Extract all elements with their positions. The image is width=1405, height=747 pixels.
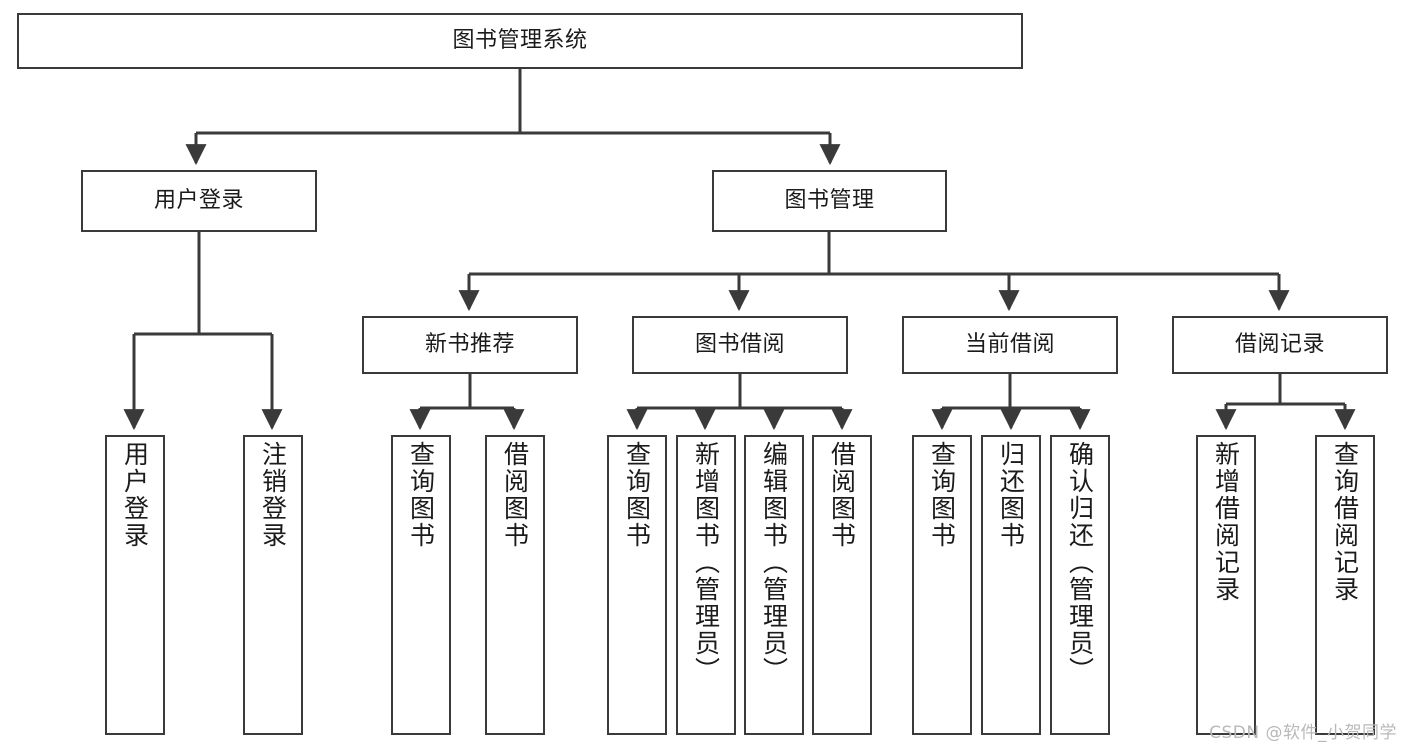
node-leaf-user-login[interactable]: 用户登录 xyxy=(105,435,165,735)
node-current-borrow[interactable]: 当前借阅 xyxy=(902,316,1118,374)
node-leaf-query-book-1[interactable]: 查询图书 xyxy=(391,435,451,735)
node-leaf-query-book-2[interactable]: 查询图书 xyxy=(607,435,667,735)
node-leaf-borrow-book-2-label: 借阅图书 xyxy=(827,441,857,549)
node-root-label: 图书管理系统 xyxy=(452,28,588,54)
node-leaf-borrow-book-2[interactable]: 借阅图书 xyxy=(812,435,872,735)
node-leaf-user-logout[interactable]: 注销登录 xyxy=(243,435,303,735)
node-book-manage-label: 图书管理 xyxy=(784,188,875,214)
node-leaf-add-borrow-record-label: 新增借阅记录 xyxy=(1211,441,1241,603)
node-leaf-edit-book-admin-label: 编辑图书（管理员） xyxy=(759,441,789,684)
node-book-manage[interactable]: 图书管理 xyxy=(712,170,947,232)
node-leaf-query-book-2-label: 查询图书 xyxy=(622,441,652,549)
node-current-borrow-label: 当前借阅 xyxy=(964,332,1055,358)
node-leaf-return-book[interactable]: 归还图书 xyxy=(981,435,1041,735)
node-borrow-record[interactable]: 借阅记录 xyxy=(1172,316,1388,374)
node-leaf-confirm-return-admin-label: 确认归还（管理员） xyxy=(1065,441,1095,684)
node-borrow-record-label: 借阅记录 xyxy=(1234,332,1325,358)
node-new-book-recommend[interactable]: 新书推荐 xyxy=(362,316,578,374)
node-user-login-label: 用户登录 xyxy=(153,188,244,214)
node-root[interactable]: 图书管理系统 xyxy=(17,13,1023,69)
node-leaf-query-book-1-label: 查询图书 xyxy=(406,441,436,549)
node-leaf-user-logout-label: 注销登录 xyxy=(258,441,288,549)
node-leaf-add-book-admin-label: 新增图书（管理员） xyxy=(691,441,721,684)
node-user-login[interactable]: 用户登录 xyxy=(81,170,317,232)
csdn-watermark: CSDN @软件_小贺同学 xyxy=(1209,723,1397,743)
node-leaf-query-borrow-record[interactable]: 查询借阅记录 xyxy=(1315,435,1375,735)
node-leaf-query-book-3-label: 查询图书 xyxy=(927,441,957,549)
node-leaf-borrow-book-1[interactable]: 借阅图书 xyxy=(485,435,545,735)
node-leaf-add-book-admin[interactable]: 新增图书（管理员） xyxy=(676,435,736,735)
node-leaf-query-book-3[interactable]: 查询图书 xyxy=(912,435,972,735)
node-new-book-recommend-label: 新书推荐 xyxy=(424,332,515,358)
node-leaf-borrow-book-1-label: 借阅图书 xyxy=(500,441,530,549)
node-book-borrow[interactable]: 图书借阅 xyxy=(632,316,848,374)
node-leaf-return-book-label: 归还图书 xyxy=(996,441,1026,549)
node-leaf-add-borrow-record[interactable]: 新增借阅记录 xyxy=(1196,435,1256,735)
node-leaf-edit-book-admin[interactable]: 编辑图书（管理员） xyxy=(744,435,804,735)
node-leaf-query-borrow-record-label: 查询借阅记录 xyxy=(1330,441,1360,603)
node-book-borrow-label: 图书借阅 xyxy=(694,332,785,358)
node-leaf-user-login-label: 用户登录 xyxy=(120,441,150,549)
node-leaf-confirm-return-admin[interactable]: 确认归还（管理员） xyxy=(1050,435,1110,735)
